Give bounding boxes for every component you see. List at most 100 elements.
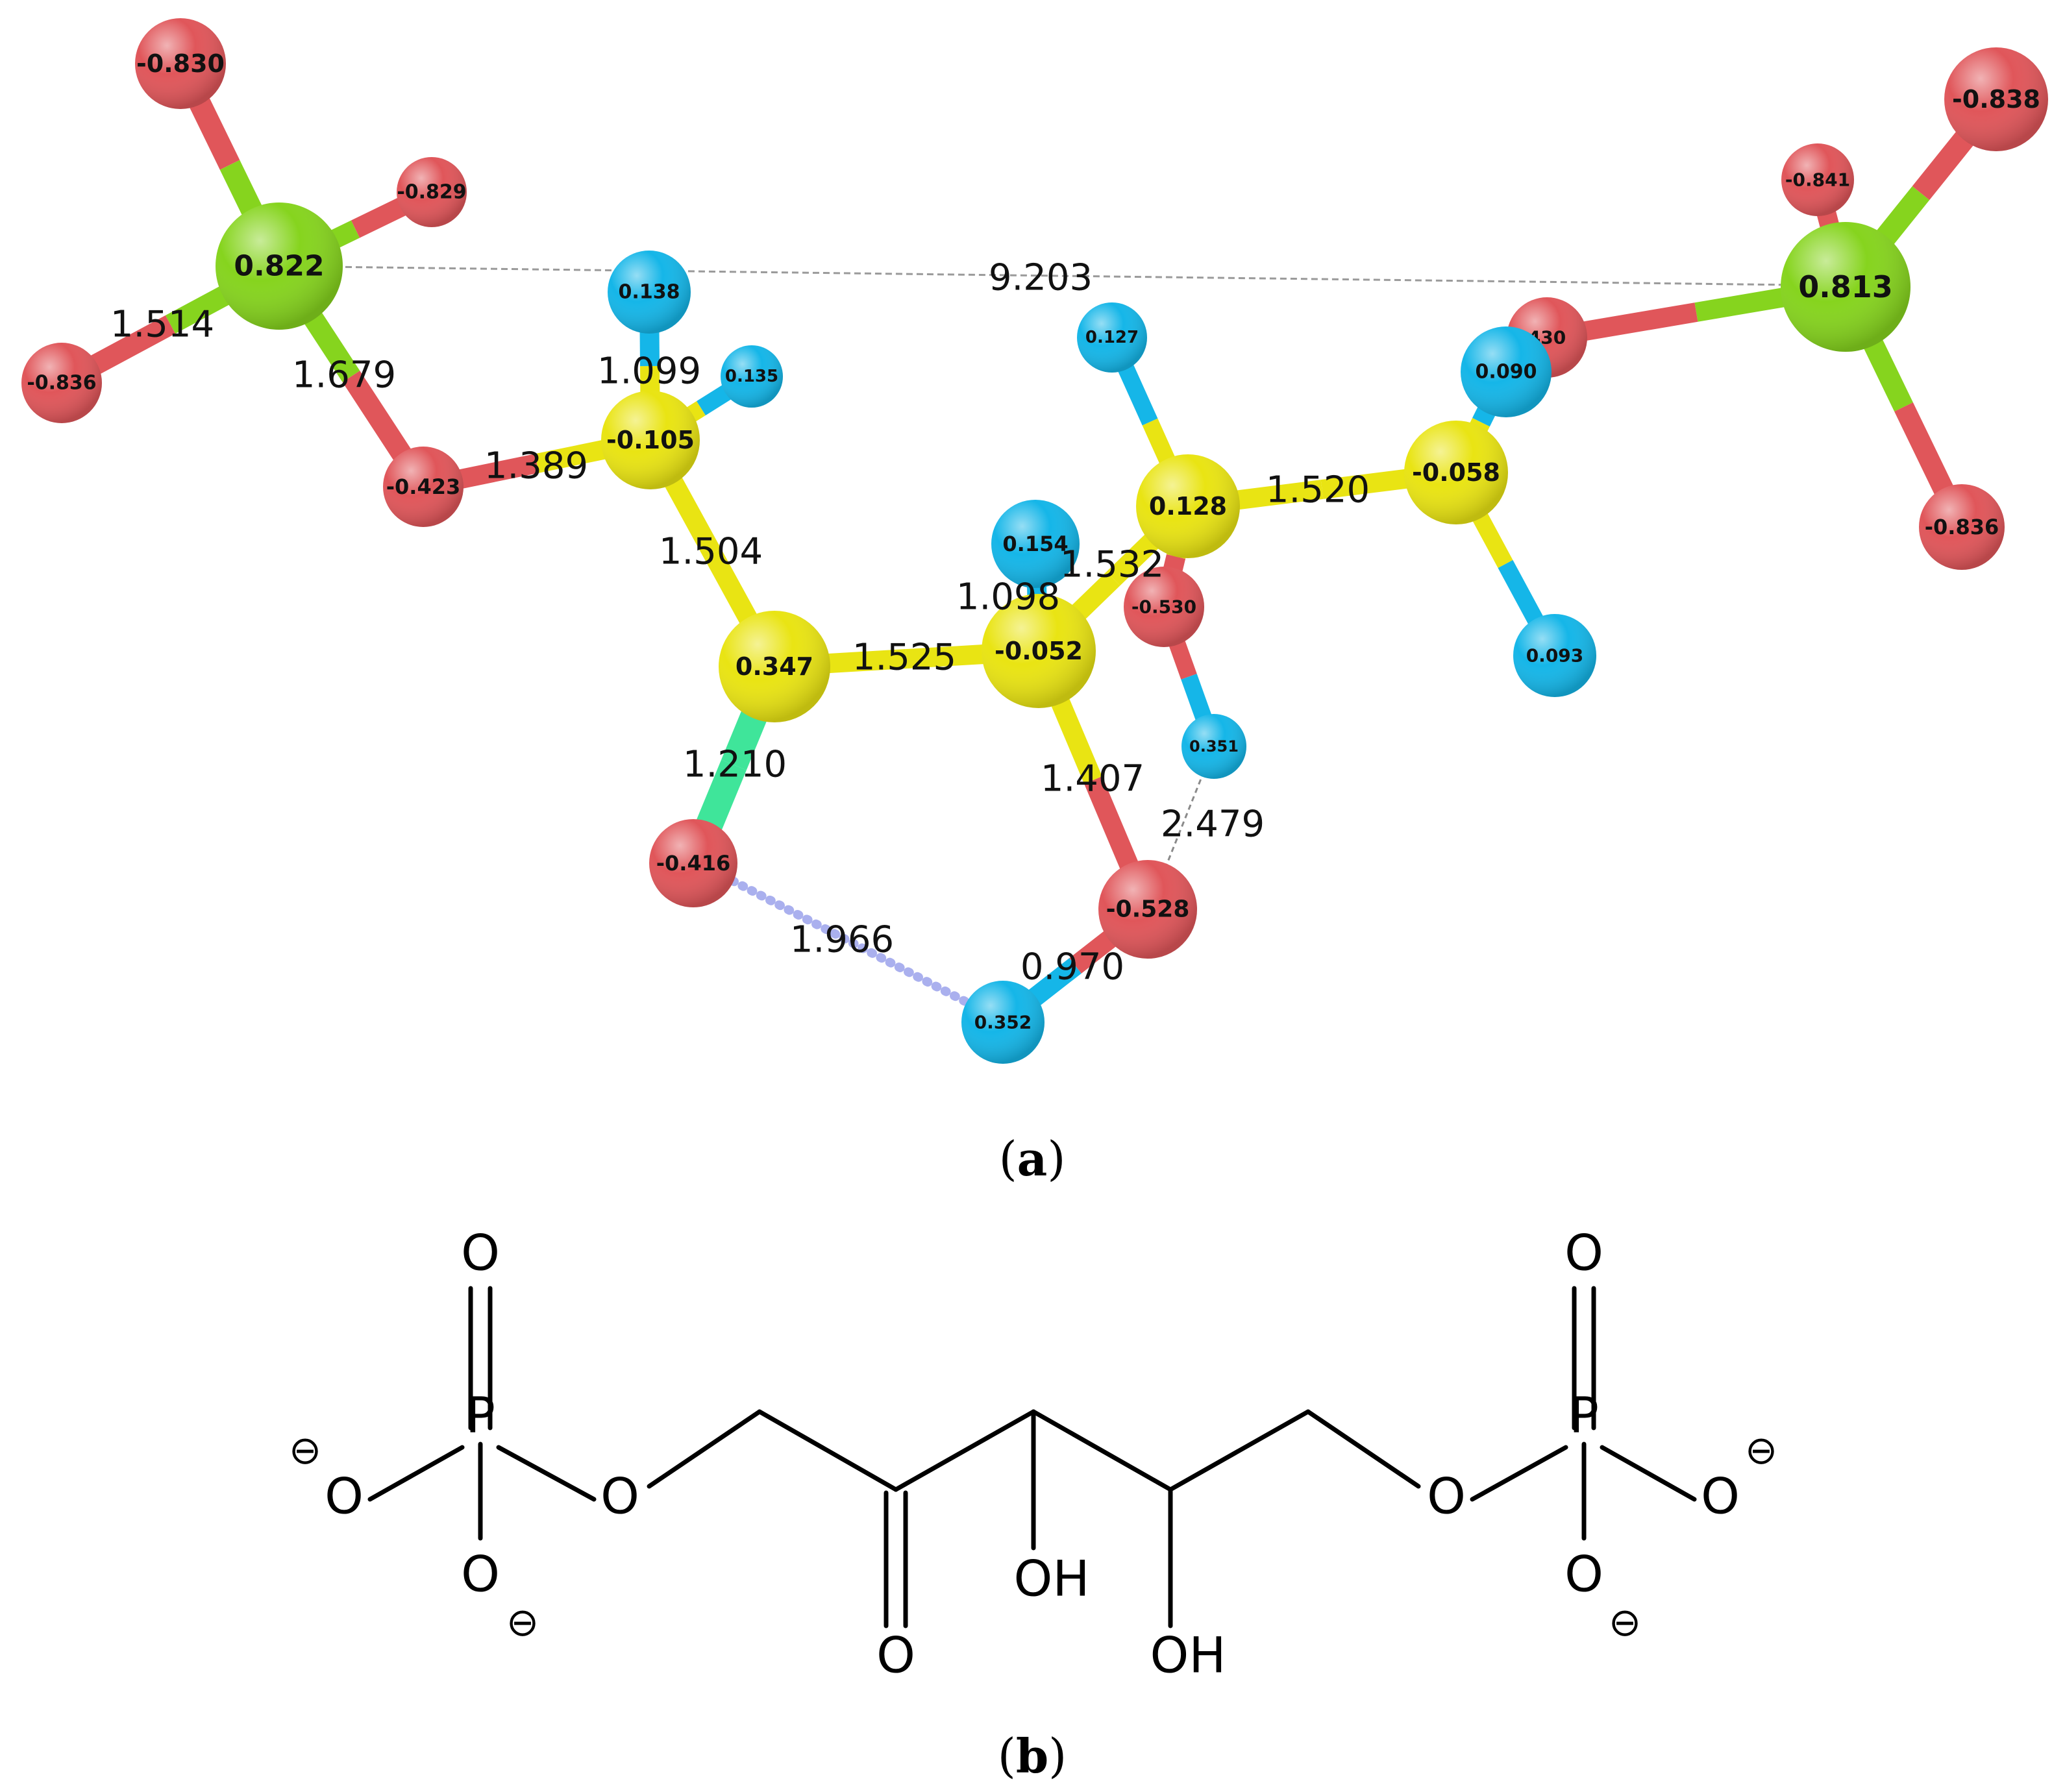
atom-oh-upper: OH xyxy=(1014,1550,1090,1608)
atom-o-right-anion: O xyxy=(1701,1467,1740,1525)
atom-o-left-ester: O xyxy=(600,1467,639,1525)
panel-a-label: (a) xyxy=(999,1131,1066,1186)
atom-c5: -0.058 xyxy=(1404,421,1508,524)
atom-o-left-top: O xyxy=(461,1224,500,1282)
atom-charge-label-h4: 0.352 xyxy=(974,1012,1032,1033)
atom-p2: 0.813 xyxy=(1781,222,1910,352)
atom-shading-p2 xyxy=(1781,222,1910,352)
atom-charge-label-c4: 0.128 xyxy=(1149,492,1227,521)
bond-c2-c3 xyxy=(893,1409,1036,1492)
atom-p1: 0.822 xyxy=(216,203,343,330)
bond-o-p2 xyxy=(1470,1445,1568,1502)
bond-c4-c5 xyxy=(1168,1409,1311,1492)
atom-o7: -0.530 xyxy=(1124,567,1204,647)
atom-shading-o6 xyxy=(1098,860,1197,959)
atom-shading-h3 xyxy=(991,500,1080,588)
charge-right-bottom: ⊖ xyxy=(1609,1600,1641,1645)
atom-shading-h7 xyxy=(1461,326,1552,417)
atom-h7: 0.090 xyxy=(1461,326,1552,417)
atom-c1: -0.105 xyxy=(601,391,700,489)
bond-length-b-o4-c1: 1.389 xyxy=(484,445,588,487)
atom-o-right-bottom: O xyxy=(1564,1545,1603,1603)
bond-length-b-p1-o4: 1.679 xyxy=(292,354,396,397)
atom-shading-c2 xyxy=(719,611,830,722)
atom-shading-c3 xyxy=(982,594,1096,708)
atom-spheres: -0.530 0.351 -0.830 -0.829 -0.836 -0.423 0.135… xyxy=(21,18,2048,1064)
atom-o-right-ester: O xyxy=(1427,1467,1466,1525)
bond-length-b-p1-o3: 1.514 xyxy=(110,304,214,346)
bond-length-hb-o5-h4: 1.966 xyxy=(790,919,894,961)
charge-left-bottom: ⊖ xyxy=(506,1600,539,1645)
atom-o-carbonyl: O xyxy=(876,1626,915,1684)
atom-shading-p1 xyxy=(216,203,343,330)
atom-shading-c4 xyxy=(1136,454,1240,558)
panel-b-skeletal-formula: P P O O O O O O O O O OH OH ⊖ ⊖ ⊖ ⊖ (b) xyxy=(289,1224,1777,1784)
atom-charge-label-c2: 0.347 xyxy=(736,652,813,681)
atom-shading-o1 xyxy=(135,18,226,109)
atom-h2: 0.135 xyxy=(721,345,783,408)
atom-charge-label-o5: -0.416 xyxy=(656,851,731,876)
bond-p1-o-ester xyxy=(496,1445,597,1502)
panel-a-letter: a xyxy=(1017,1131,1048,1186)
atom-shading-h2 xyxy=(721,345,783,408)
bond-length-b-c1-c2: 1.504 xyxy=(659,531,763,573)
atom-charge-label-h6: 0.351 xyxy=(1189,737,1239,755)
atom-o2: -0.829 xyxy=(397,157,467,227)
bond-p1-o-left xyxy=(367,1445,465,1502)
bond-length-b-c2-o5: 1.210 xyxy=(683,744,787,786)
atom-c3: -0.052 xyxy=(982,594,1096,708)
bond-length-b-c4-c5: 1.520 xyxy=(1266,469,1370,511)
atom-shading-h5 xyxy=(1077,302,1147,373)
atom-charge-label-p1: 0.822 xyxy=(234,250,324,283)
atom-h5: 0.127 xyxy=(1077,302,1147,373)
atom-charge-label-c1: -0.105 xyxy=(606,426,695,454)
atom-charge-label-o7: -0.530 xyxy=(1131,596,1196,618)
atom-h3: 0.154 xyxy=(991,500,1080,588)
atom-o-left-bottom: O xyxy=(461,1545,500,1603)
atom-charge-label-h3: 0.154 xyxy=(1002,532,1068,556)
atom-charge-label-o10: -0.841 xyxy=(1785,169,1850,191)
bond-length-b-c3-h3: 1.098 xyxy=(956,576,1060,619)
bond-length-d-p1-p2: 9.203 xyxy=(989,257,1093,299)
atom-h4: 0.352 xyxy=(961,981,1045,1064)
distance-line-p-p xyxy=(272,265,1844,287)
atom-o5: -0.416 xyxy=(649,819,737,907)
atom-shading-c1 xyxy=(601,391,700,489)
atom-charge-label-o2: -0.829 xyxy=(397,181,466,204)
atom-shading-h6 xyxy=(1181,714,1246,779)
bond-length-hb-h6-o6: 2.479 xyxy=(1161,804,1265,846)
atom-shading-o4 xyxy=(383,447,464,527)
panel-b-letter: b xyxy=(1016,1728,1048,1784)
bond-length-b-c2-c3: 1.525 xyxy=(852,637,956,679)
bond-length-b-c3-o6: 1.407 xyxy=(1041,758,1144,800)
atom-o-left-anion: O xyxy=(325,1467,364,1525)
atom-charge-label-o11: -0.836 xyxy=(1925,515,1999,539)
bond-length-b-c3-c4: 1.532 xyxy=(1060,544,1164,586)
bond-o-c1 xyxy=(647,1409,762,1489)
atom-charge-label-o9: -0.838 xyxy=(1952,85,2040,114)
atom-charge-label-h8: 0.093 xyxy=(1526,645,1584,667)
atom-shading-o5 xyxy=(649,819,737,907)
hbond-line-h6-o6 xyxy=(1161,762,1209,877)
panel-b-label: (b) xyxy=(998,1728,1067,1784)
atom-charge-label-o6: -0.528 xyxy=(1106,896,1190,923)
bond-c5-o xyxy=(1305,1409,1421,1489)
atom-p-left: P xyxy=(465,1386,495,1444)
atom-charge-label-h7: 0.090 xyxy=(1476,361,1537,384)
atom-oh-lower: OH xyxy=(1150,1626,1226,1684)
atom-charge-label-h2: 0.135 xyxy=(725,367,778,386)
panel-a-3d-model: -0.530 0.351 -0.830 -0.829 -0.836 -0.423 0.135… xyxy=(21,18,2048,1186)
skeletal-bonds xyxy=(367,1286,1697,1628)
atom-shading-c5 xyxy=(1404,421,1508,524)
bond-length-b-o6-h4: 0.970 xyxy=(1020,946,1124,988)
atom-charge-label-o1: -0.830 xyxy=(136,49,225,78)
atom-charge-label-h5: 0.127 xyxy=(1085,328,1139,347)
atom-shading-o9 xyxy=(1944,47,2048,151)
atom-shading-o7 xyxy=(1124,567,1204,647)
atom-o10: -0.841 xyxy=(1781,143,1854,216)
bond-c3-c4 xyxy=(1031,1409,1173,1492)
atom-o4: -0.423 xyxy=(383,447,464,527)
bond-length-b-c1-h1: 1.099 xyxy=(597,350,701,393)
charge-right-anion: ⊖ xyxy=(1745,1428,1777,1473)
